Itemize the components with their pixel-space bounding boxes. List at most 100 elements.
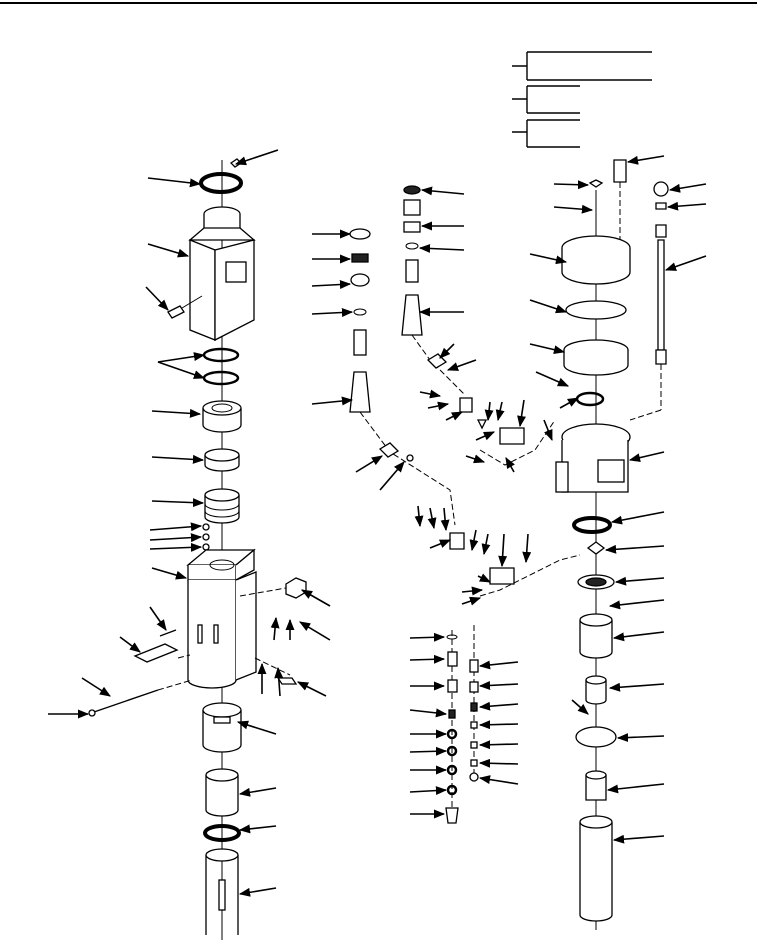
callout-arrow [608, 682, 665, 692]
callout-arrow [469, 529, 479, 552]
legend-brackets [512, 51, 652, 148]
callout-arrow [119, 636, 141, 653]
callout-arrow [157, 361, 206, 379]
callout-arrow [475, 431, 496, 441]
lower-body [186, 548, 257, 689]
o-ring [199, 172, 243, 194]
callout-arrow [614, 576, 665, 586]
callout-arrow [234, 149, 279, 166]
callout-arrow [484, 401, 494, 422]
callout-arrow [427, 507, 437, 530]
callout-arrow [465, 454, 486, 464]
callout-arrow [481, 533, 491, 556]
callout-arrow [149, 542, 203, 552]
callout-arrow [409, 654, 446, 664]
callout-arrow [238, 824, 277, 834]
callout-arrow [604, 544, 665, 554]
callout-arrow [311, 280, 352, 290]
callout-arrow [522, 533, 532, 564]
callout-arrow [610, 511, 665, 525]
callout-arrow [409, 746, 448, 756]
callout-arrow [299, 621, 331, 641]
callout-arrow [355, 455, 383, 473]
callout-arrow [668, 183, 707, 193]
callout-arrow [145, 286, 169, 311]
callout-arrow [477, 573, 492, 583]
callout-arrow [419, 389, 442, 399]
callout-arrow [409, 632, 446, 642]
callout-arrow [409, 786, 448, 796]
callout-arrow [440, 507, 450, 532]
callout-arrow [409, 708, 448, 718]
callout-arrow [429, 539, 452, 549]
callout-arrow [478, 701, 519, 711]
callout-arrows [48, 149, 707, 897]
callout-arrow [446, 359, 477, 371]
callout-arrow [238, 787, 277, 797]
callout-arrow [151, 454, 205, 464]
callout-arrow [427, 401, 450, 411]
callout-arrow [478, 660, 519, 670]
callout-arrow [379, 461, 405, 491]
callout-arrow [445, 411, 464, 421]
callout-arrow [478, 720, 519, 730]
callout-arrow [478, 680, 519, 690]
callout-arrow [236, 720, 277, 735]
callout-arrow [664, 255, 707, 271]
callout-arrow [311, 396, 354, 406]
callout-arrow [301, 589, 331, 607]
callout-arrow [535, 371, 570, 387]
callout-arrow [147, 243, 190, 258]
callout-arrow [157, 352, 206, 363]
callout-arrow [606, 783, 665, 794]
callout-arrow [149, 522, 203, 532]
callout-arrow [517, 399, 526, 428]
callout-arrow [81, 677, 111, 697]
callout-arrow [478, 775, 519, 785]
cylinder-block [555, 423, 631, 493]
callout-arrow [149, 533, 203, 543]
callout-arrow [414, 505, 424, 528]
callout-arrow [420, 186, 465, 196]
callout-arrow [628, 451, 665, 463]
callout-arrow [149, 606, 167, 631]
callout-arrow [274, 666, 284, 697]
callout-arrow [608, 599, 665, 610]
center-small-parts [445, 625, 479, 824]
callout-arrow [495, 401, 505, 422]
callout-arrow [461, 586, 484, 596]
callout-arrow [151, 567, 188, 580]
callout-arrow [553, 180, 590, 190]
callout-arrow [311, 308, 354, 317]
callout-arrow [461, 596, 482, 606]
callout-arrow [151, 498, 205, 508]
callout-arrow [478, 758, 519, 768]
right-rod [629, 181, 669, 421]
callout-arrow [529, 253, 568, 265]
callout-arrow [616, 733, 665, 743]
callout-arrow [151, 408, 202, 418]
callout-arrow [529, 299, 568, 314]
callout-arrow [505, 457, 515, 473]
callout-arrow [296, 681, 327, 697]
callout-arrow [529, 343, 566, 355]
callout-arrow [270, 616, 280, 641]
callout-arrow [571, 699, 589, 715]
callout-arrow [439, 343, 455, 359]
callout-arrow [498, 533, 508, 568]
callout-arrow [626, 155, 665, 165]
callout-arrow [666, 201, 707, 211]
callout-arrow [559, 397, 579, 409]
callout-arrow [543, 419, 553, 442]
left-assembly [88, 158, 307, 940]
center-assembly [349, 185, 581, 597]
right-assembly [555, 159, 631, 930]
callout-arrow [612, 631, 665, 642]
callout-arrow [238, 887, 277, 897]
callout-arrow [418, 243, 465, 253]
callout-arrow [612, 834, 665, 844]
callout-arrow [478, 740, 519, 750]
callout-arrow [553, 204, 594, 214]
housing-block [188, 206, 256, 342]
